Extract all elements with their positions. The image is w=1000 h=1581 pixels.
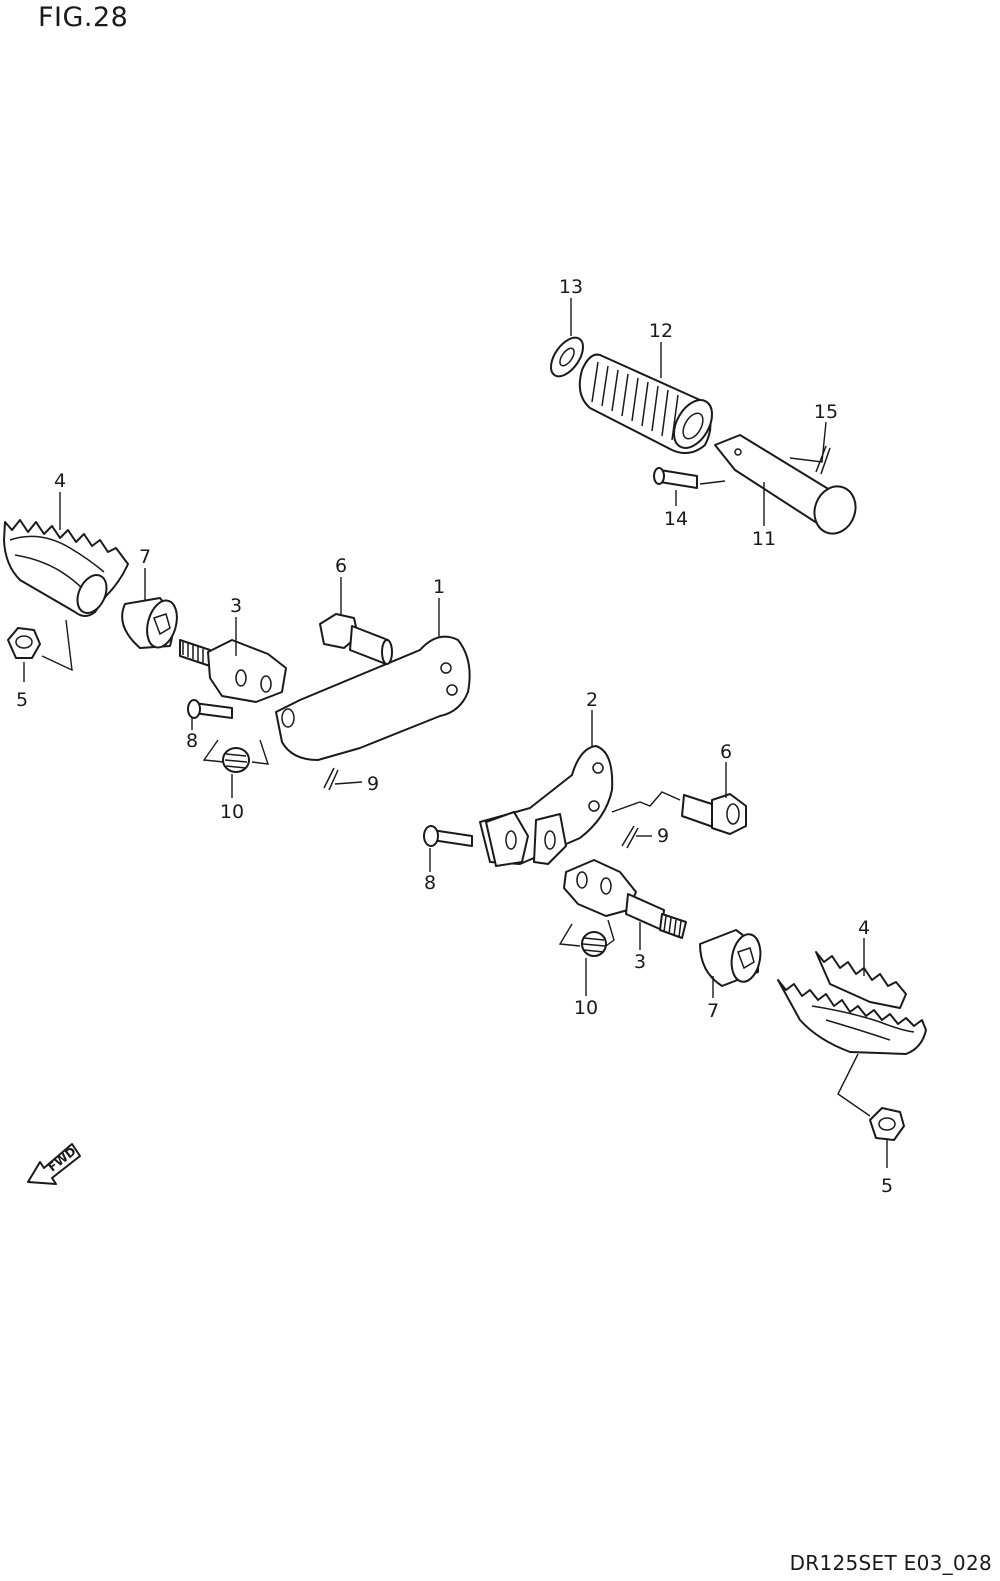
bush-7-right [699, 929, 762, 987]
callout-8-left: 8 [186, 730, 198, 752]
callout-1: 1 [433, 576, 445, 598]
footrest-rubber-12 [578, 353, 713, 455]
callout-6-left: 6 [335, 555, 347, 577]
drawing-code: DR125SET E03_028 [789, 1551, 992, 1575]
spring-10-right [558, 919, 615, 957]
callout-9-right: 9 [657, 825, 669, 847]
leader-14 [675, 480, 726, 506]
bush-7-left [121, 597, 178, 649]
callout-5-right: 5 [881, 1175, 893, 1197]
footrest-11 [714, 434, 857, 535]
callout-4-left: 4 [54, 470, 66, 492]
callout-3-right: 3 [634, 951, 646, 973]
callout-10-right: 10 [574, 997, 598, 1019]
leader-5-left [23, 619, 73, 682]
nut-5-right [869, 1107, 905, 1141]
callout-6-right: 6 [720, 741, 732, 763]
callout-8-right: 8 [424, 872, 436, 894]
nut-5-left [7, 627, 41, 659]
spring-10-left [202, 739, 270, 773]
leader-9-left [334, 781, 363, 785]
cotter-pin-9-right [621, 825, 639, 849]
callout-15: 15 [814, 401, 838, 423]
bracket-2 [479, 745, 614, 867]
cotter-pin-15 [815, 445, 831, 475]
callout-9-left: 9 [367, 773, 379, 795]
callout-7-right: 7 [707, 1000, 719, 1022]
leader-bracket-2-hook [611, 791, 681, 813]
pin-14 [653, 467, 698, 489]
cotter-pin-9-left [323, 767, 339, 791]
leader-5-right [837, 1053, 888, 1168]
footrest-shaft-3-left [179, 639, 287, 703]
bolt-6-right [681, 793, 747, 835]
callout-14: 14 [664, 508, 688, 530]
fwd-arrow-icon: FWD [27, 1143, 81, 1185]
figure-title: FIG.28 [38, 2, 129, 33]
footrest-4-right [777, 951, 927, 1055]
bracket-1 [275, 635, 471, 761]
callout-3-left: 3 [230, 595, 242, 617]
callout-11: 11 [752, 528, 776, 550]
callout-13: 13 [559, 276, 583, 298]
callout-12: 12 [649, 320, 673, 342]
washer-13 [550, 336, 584, 378]
pin-8-right [423, 825, 473, 847]
footrest-shaft-3-right [563, 859, 687, 939]
pin-8-left [187, 699, 233, 719]
callout-10-left: 10 [220, 801, 244, 823]
bolt-6-left [319, 613, 393, 665]
callout-7-left: 7 [139, 546, 151, 568]
footrest-4-left [3, 519, 129, 617]
leader-15 [789, 421, 827, 463]
callout-2: 2 [586, 689, 598, 711]
callout-5-left: 5 [16, 689, 28, 711]
callout-4-right: 4 [858, 917, 870, 939]
